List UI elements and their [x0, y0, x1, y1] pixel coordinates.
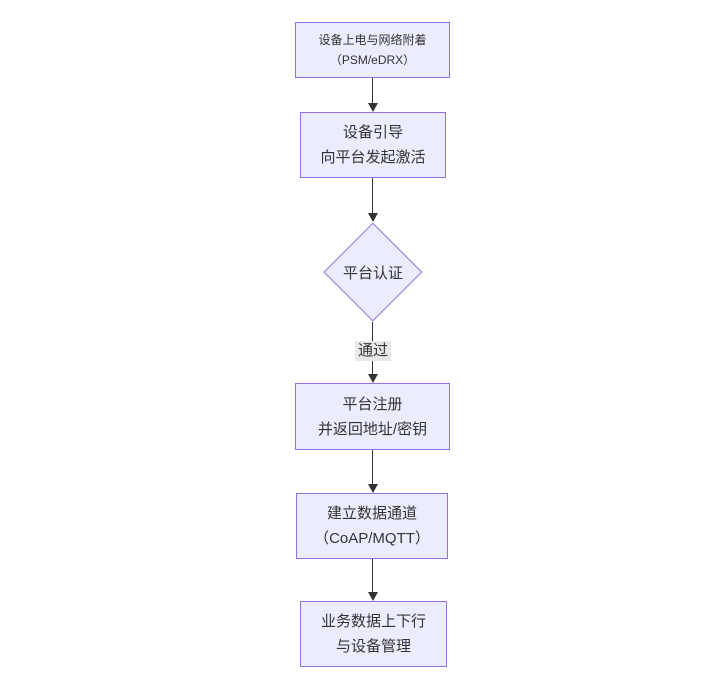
node-text-line: 业务数据上下行	[320, 613, 426, 630]
node-bootstrap-activate: 设备引导 向平台发起激活	[300, 112, 446, 178]
arrowhead-down-icon	[368, 213, 378, 222]
edge-label-pass: 通过	[354, 341, 392, 361]
arrowhead-down-icon	[368, 374, 378, 383]
node-power-attach: 设备上电与网络附着 （PSM/eDRX）	[295, 22, 450, 78]
decision-label: 平台认证	[342, 264, 403, 282]
node-platform-register: 平台注册 并返回地址/密钥	[295, 383, 450, 450]
node-text-line: 向平台发起激活	[320, 149, 426, 166]
node-text-line: 平台注册	[342, 395, 403, 413]
decision-platform-auth: 平台认证	[323, 222, 423, 322]
node-text-line: 并返回地址/密钥	[317, 420, 428, 438]
node-text-line: （PSM/eDRX）	[329, 53, 416, 67]
node-data-channel: 建立数据通道 （CoAP/MQTT）	[296, 493, 448, 559]
arrowhead-down-icon	[368, 103, 378, 112]
connector-power-to-bootstrap	[372, 78, 373, 103]
connector-channel-to-business	[372, 559, 373, 592]
node-text-line: 建立数据通道	[326, 505, 417, 522]
node-text-line: 设备上电与网络附着	[318, 33, 427, 47]
node-text-line: 设备引导	[342, 124, 403, 141]
connector-register-to-channel	[372, 450, 373, 484]
arrowhead-down-icon	[368, 592, 378, 601]
node-text-line: （CoAP/MQTT）	[314, 530, 430, 547]
arrowhead-down-icon	[368, 484, 378, 493]
connector-bootstrap-to-auth	[372, 178, 373, 213]
node-business-mgmt: 业务数据上下行 与设备管理	[300, 601, 447, 667]
node-text-line: 与设备管理	[335, 638, 411, 655]
